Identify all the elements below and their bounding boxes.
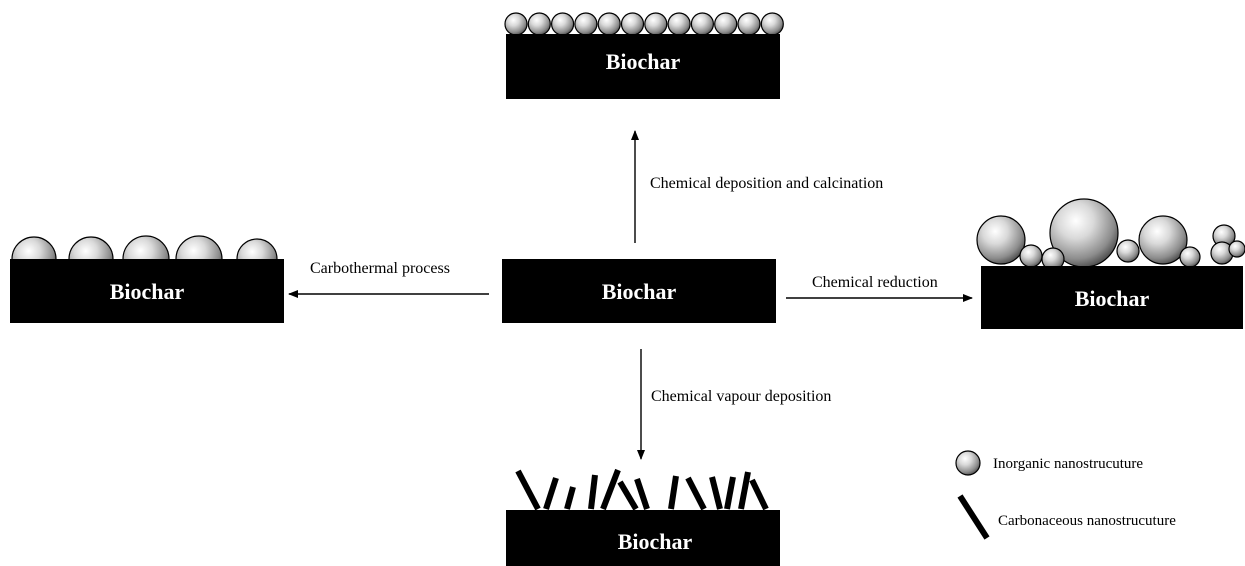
legend-sphere-icon	[955, 450, 981, 476]
bottom-biochar-block	[506, 510, 780, 566]
top-sphere	[574, 12, 598, 36]
right-biochar-block	[981, 266, 1243, 329]
bottom-rod	[515, 469, 541, 511]
legend-rod-label: Carbonaceous nanostrucuture	[998, 513, 1176, 529]
left-biochar-label: Biochar	[110, 279, 185, 304]
top-sphere	[550, 12, 575, 36]
top-sphere	[620, 12, 645, 36]
right-biochar: Biochar	[976, 198, 1245, 329]
bottom-rod	[685, 476, 707, 511]
right-sphere-layer	[976, 198, 1245, 271]
left-biochar: Biochar	[10, 235, 284, 323]
bottom-rod	[709, 476, 723, 510]
left-biochar-block	[10, 259, 284, 323]
right-sphere	[1019, 244, 1043, 268]
bottom-rod	[617, 480, 639, 511]
bottom-rod	[588, 474, 598, 510]
bottom-rod	[564, 486, 576, 510]
top-sphere	[504, 12, 528, 36]
arrow-down-label: Chemical vapour deposition	[651, 388, 831, 405]
top-sphere	[644, 12, 668, 36]
legend: Inorganic nanostrucuture Carbonaceous na…	[955, 450, 1176, 540]
center-biochar-block	[502, 259, 776, 323]
bottom-rod	[749, 478, 769, 511]
bottom-rod	[634, 478, 650, 510]
top-biochar-label: Biochar	[606, 49, 681, 74]
bottom-rod	[543, 477, 559, 510]
right-sphere	[1138, 215, 1188, 265]
top-biochar-block	[506, 34, 780, 99]
top-biochar: Biochar	[504, 12, 784, 99]
right-sphere	[1228, 240, 1245, 258]
arrow-right-label: Chemical reduction	[812, 274, 938, 291]
bottom-rod	[724, 476, 736, 510]
bottom-biochar-label: Biochar	[618, 529, 693, 554]
top-sphere	[667, 12, 691, 36]
top-sphere	[527, 12, 551, 36]
bottom-rod-layer	[515, 468, 769, 511]
bottom-rod	[668, 475, 679, 510]
bottom-biochar: Biochar	[506, 468, 780, 566]
top-sphere-layer	[504, 12, 784, 36]
arrow-left-label: Carbothermal process	[310, 260, 450, 277]
arrow-up-label: Chemical deposition and calcination	[650, 175, 883, 192]
top-sphere	[737, 12, 761, 36]
right-sphere	[1116, 239, 1140, 263]
top-sphere	[690, 12, 715, 36]
legend-sphere-label: Inorganic nanostrucuture	[993, 456, 1143, 472]
bottom-rod	[738, 471, 751, 510]
right-biochar-label: Biochar	[1075, 286, 1150, 311]
center-biochar: Biochar	[502, 259, 776, 323]
top-sphere	[760, 12, 784, 36]
top-sphere	[597, 12, 621, 36]
legend-rod-icon	[957, 494, 990, 540]
right-sphere	[976, 215, 1026, 265]
center-biochar-label: Biochar	[602, 279, 677, 304]
right-sphere	[1179, 246, 1201, 268]
bottom-rod	[600, 468, 621, 511]
top-sphere	[714, 12, 738, 36]
